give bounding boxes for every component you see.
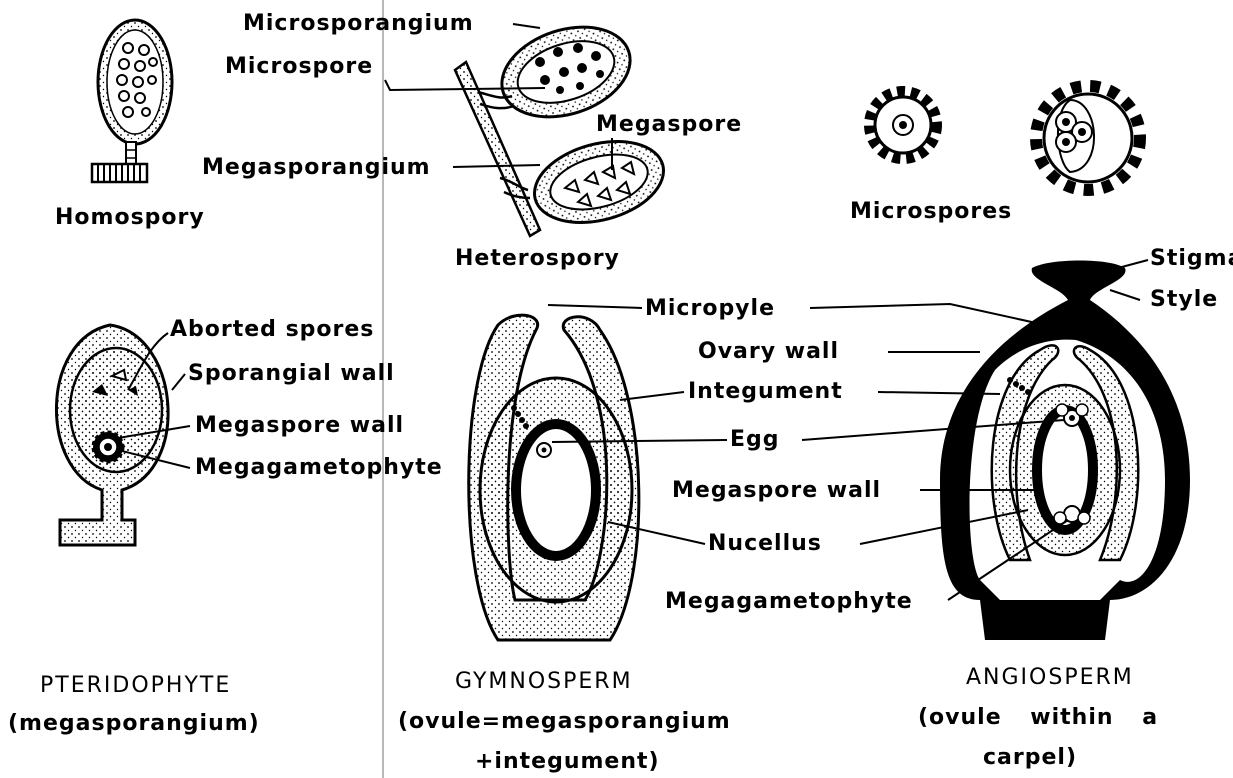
microspore-small xyxy=(869,91,937,159)
pteridophyte-caption: PTERIDOPHYTE xyxy=(40,673,231,698)
sporangial-wall-label: Sporangial wall xyxy=(188,361,395,386)
megaspore-wall-angio-label: Megaspore wall xyxy=(672,478,881,503)
microsporangium-label: Microsporangium xyxy=(243,11,474,36)
microspore-large xyxy=(1036,86,1140,190)
egg-label: Egg xyxy=(730,427,780,452)
microspore-label: Microspore xyxy=(225,54,373,79)
angiosperm-subcaption-1: (ovule within a xyxy=(918,705,1158,730)
megagametophyte-angio-label: Megagametophyte xyxy=(665,589,913,614)
gymnosperm-caption: GYMNOSPERM xyxy=(455,669,633,694)
micropyle-label: Micropyle xyxy=(645,296,775,321)
style-pointer xyxy=(1110,290,1140,300)
style-label: Style xyxy=(1150,287,1218,312)
megaspore-wall-pterido-label: Megaspore wall xyxy=(195,413,404,438)
angiosperm-caption: ANGIOSPERM xyxy=(966,665,1134,690)
megagametophyte-pterido-label: Megagametophyte xyxy=(195,455,443,480)
megasporangium-pointer xyxy=(453,165,540,167)
microsporangium-pointer xyxy=(513,24,540,28)
pteridophyte-megasporangium xyxy=(56,325,168,545)
homospory-label: Homospory xyxy=(55,205,205,230)
ovary-wall-label: Ovary wall xyxy=(698,339,839,364)
megasporangium-label: Megasporangium xyxy=(202,155,431,180)
nucellus-label: Nucellus xyxy=(708,531,822,556)
integument-label: Integument xyxy=(688,379,843,404)
angiosperm-subcaption-2: carpel) xyxy=(983,745,1077,770)
gymnosperm-ovule xyxy=(469,315,639,640)
micropyle-pointer-gymno xyxy=(548,305,642,308)
integument-pointer-gymno xyxy=(620,392,684,400)
angiosperm-carpel xyxy=(940,261,1190,641)
megaspore-label: Megaspore xyxy=(596,112,742,137)
pteridophyte-subcaption: (megasporangium) xyxy=(8,711,260,736)
aborted-spores-label: Aborted spores xyxy=(170,317,374,342)
stigma-pointer xyxy=(1118,260,1148,268)
stigma-label: Stigma xyxy=(1150,246,1233,271)
gymnosperm-subcaption-2: +integument) xyxy=(475,749,660,774)
heterospory-label: Heterospory xyxy=(455,246,620,271)
homospory-sporangium xyxy=(92,20,172,182)
gymnosperm-subcaption-1: (ovule=megasporangium xyxy=(398,709,731,734)
sporangial-wall-pointer xyxy=(172,374,185,390)
microspores-label: Microspores xyxy=(850,199,1012,224)
